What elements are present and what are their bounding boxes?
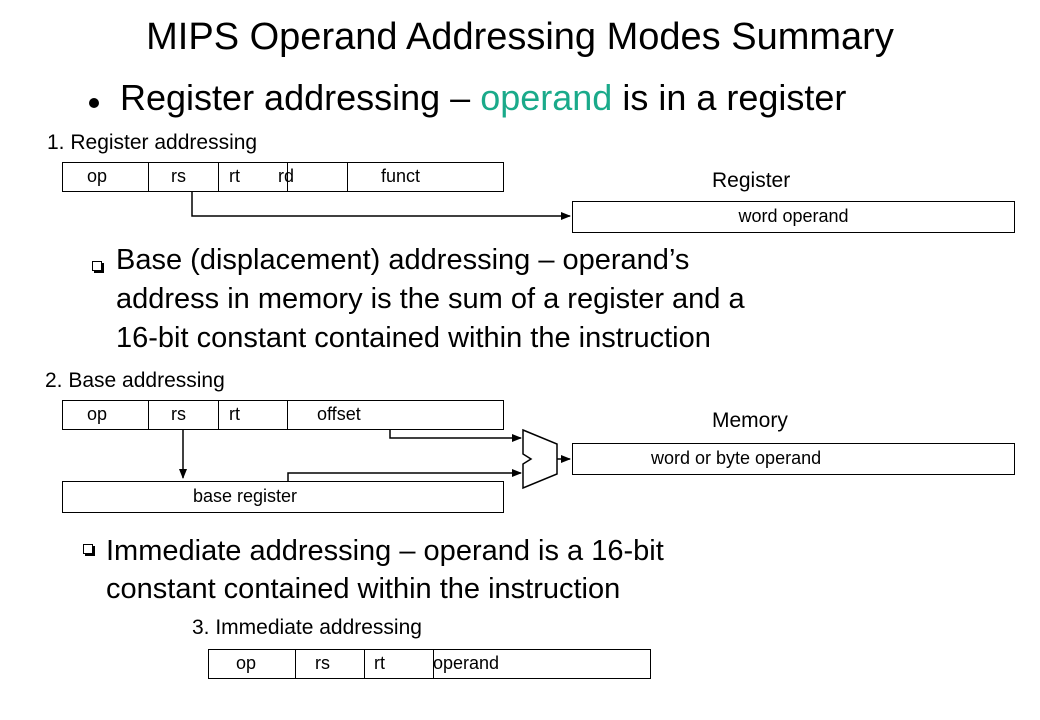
field-divider <box>218 401 219 429</box>
square-bullet-icon <box>92 261 102 271</box>
bullet-register-addressing: Register addressing – operand is in a re… <box>120 77 846 119</box>
bullet1-suffix: is in a register <box>612 77 847 118</box>
field-rs: rs <box>171 166 186 186</box>
instruction-format-immediate: op rs rt operand <box>208 649 651 679</box>
instruction-format-base: op rs rt offset <box>62 400 504 430</box>
bullet2-line-3: 16-bit constant contained within the ins… <box>116 322 711 354</box>
field-divider <box>433 650 434 678</box>
field-operand: operand <box>433 653 500 673</box>
field-divider <box>295 650 296 678</box>
memory-label: Memory <box>712 409 788 432</box>
field-rt: rt <box>229 404 240 424</box>
field-divider <box>287 163 288 191</box>
field-rs: rs <box>171 404 186 424</box>
offset-to-adder-arrow <box>389 430 522 442</box>
bullet1-prefix: Register addressing – <box>120 77 481 118</box>
caption-base-addressing: 2. Base addressing <box>45 369 225 392</box>
bullet-dot-icon <box>89 98 99 108</box>
rs-to-register-arrow <box>191 192 571 220</box>
field-op: op <box>87 166 108 186</box>
bullet2-line-2: address in memory is the sum of a regist… <box>116 283 745 315</box>
field-divider <box>148 401 149 429</box>
register-word-operand-box: word operand <box>572 201 1015 233</box>
caption-immediate-addressing: 3. Immediate addressing <box>192 616 422 639</box>
caption-register-addressing: 1. Register addressing <box>47 131 258 154</box>
field-offset: offset <box>317 404 361 424</box>
adder-alu-icon <box>522 428 558 490</box>
field-rs: rs <box>315 653 330 673</box>
slide-title: MIPS Operand Addressing Modes Summary <box>146 16 894 58</box>
bullet2-line-1: Base (displacement) addressing – operand… <box>116 244 690 276</box>
base-register-box: base register <box>62 481 504 513</box>
bullet1-accent: operand <box>480 77 613 118</box>
square-bullet-icon <box>83 544 93 554</box>
base-register-to-adder-arrow <box>287 469 522 481</box>
field-rt: rt <box>374 653 385 673</box>
field-funct: funct <box>381 166 421 186</box>
field-divider <box>148 163 149 191</box>
field-divider <box>347 163 348 191</box>
field-op: op <box>87 404 108 424</box>
field-rt: rt <box>229 166 240 186</box>
register-label: Register <box>712 169 791 192</box>
bullet3-line-2: constant contained within the instructio… <box>106 573 621 605</box>
field-divider <box>287 401 288 429</box>
bullet3-line-1: Immediate addressing – operand is a 16-b… <box>106 535 664 567</box>
memory-word-or-byte-operand-box: word or byte operand <box>572 443 1015 475</box>
instruction-format-register: op rs rt rd funct <box>62 162 504 192</box>
field-divider <box>218 163 219 191</box>
field-rd: rd <box>278 166 295 186</box>
field-op: op <box>236 653 257 673</box>
field-divider <box>364 650 365 678</box>
